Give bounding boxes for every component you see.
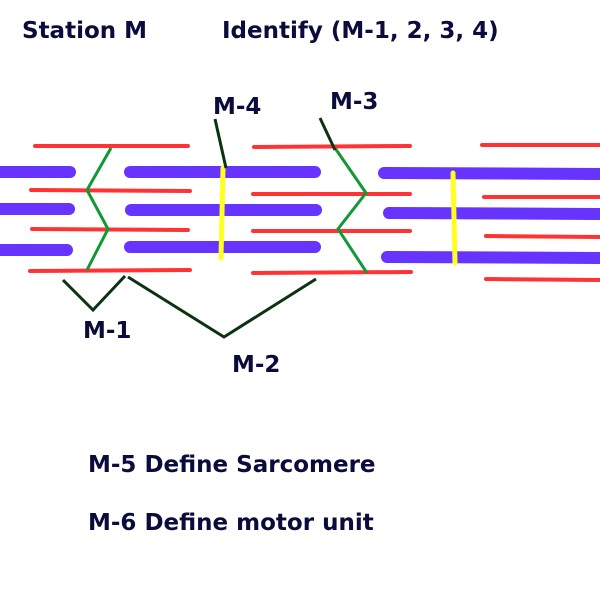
actin-filament	[30, 227, 190, 232]
actin-filament	[484, 234, 600, 239]
station-title: Station M	[22, 18, 148, 44]
myosin-filament	[378, 167, 600, 180]
label-m4: M-4	[213, 94, 262, 120]
m4-pointer	[213, 118, 228, 169]
pointers	[61, 117, 337, 339]
actin-filament	[28, 268, 192, 273]
actin-filament	[29, 188, 192, 193]
m-lines	[218, 165, 458, 266]
m-line	[450, 170, 458, 266]
m3-pointer	[318, 117, 337, 151]
myosin-filament	[381, 251, 600, 264]
actin-filament	[484, 277, 600, 282]
identify-instruction: Identify (M-1, 2, 3, 4)	[222, 18, 499, 44]
label-m2: M-2	[232, 352, 281, 378]
label-m3: M-3	[330, 89, 379, 115]
z-line	[333, 147, 369, 274]
question-m6: M-6 Define motor unit	[88, 510, 374, 536]
z-line	[85, 147, 113, 271]
actin-filament	[251, 270, 413, 275]
m2-bracket	[127, 275, 317, 339]
m1-bracket	[61, 274, 127, 313]
z-lines	[85, 147, 369, 274]
myosin-filament	[383, 207, 600, 220]
label-m1: M-1	[83, 318, 132, 344]
m-line	[218, 165, 226, 261]
question-m5: M-5 Define Sarcomere	[88, 452, 376, 478]
